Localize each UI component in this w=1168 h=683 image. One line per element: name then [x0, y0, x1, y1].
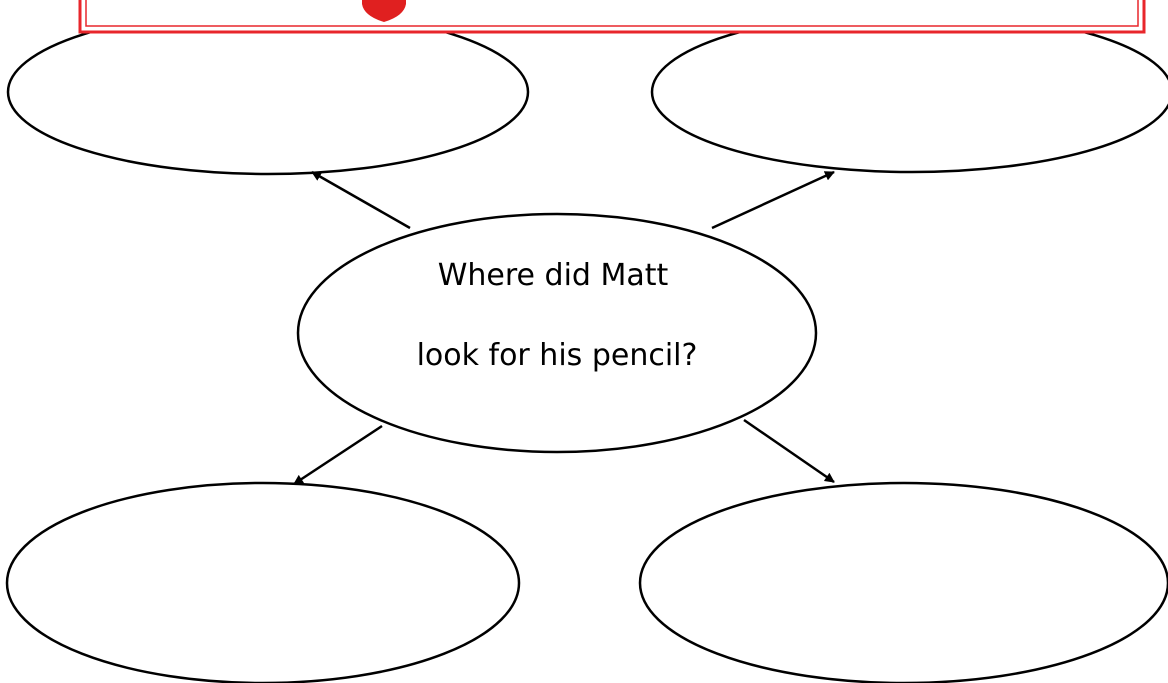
arrow-to-top-right — [711, 170, 835, 230]
arrow-to-bottom-right — [743, 418, 835, 484]
answer-bubble-bottom-left[interactable] — [5, 481, 521, 683]
center-question-bubble — [296, 212, 818, 454]
arrow-to-top-left — [311, 170, 411, 230]
center-question-line-2: look for his pencil? — [417, 338, 698, 373]
arrow-to-bottom-left — [293, 424, 383, 486]
center-question-line-1: Where did Matt — [438, 258, 669, 293]
answer-bubble-bottom-right[interactable] — [638, 481, 1168, 683]
answer-bubble-top-left[interactable] — [6, 8, 530, 176]
answer-bubble-top-right[interactable] — [650, 10, 1168, 174]
